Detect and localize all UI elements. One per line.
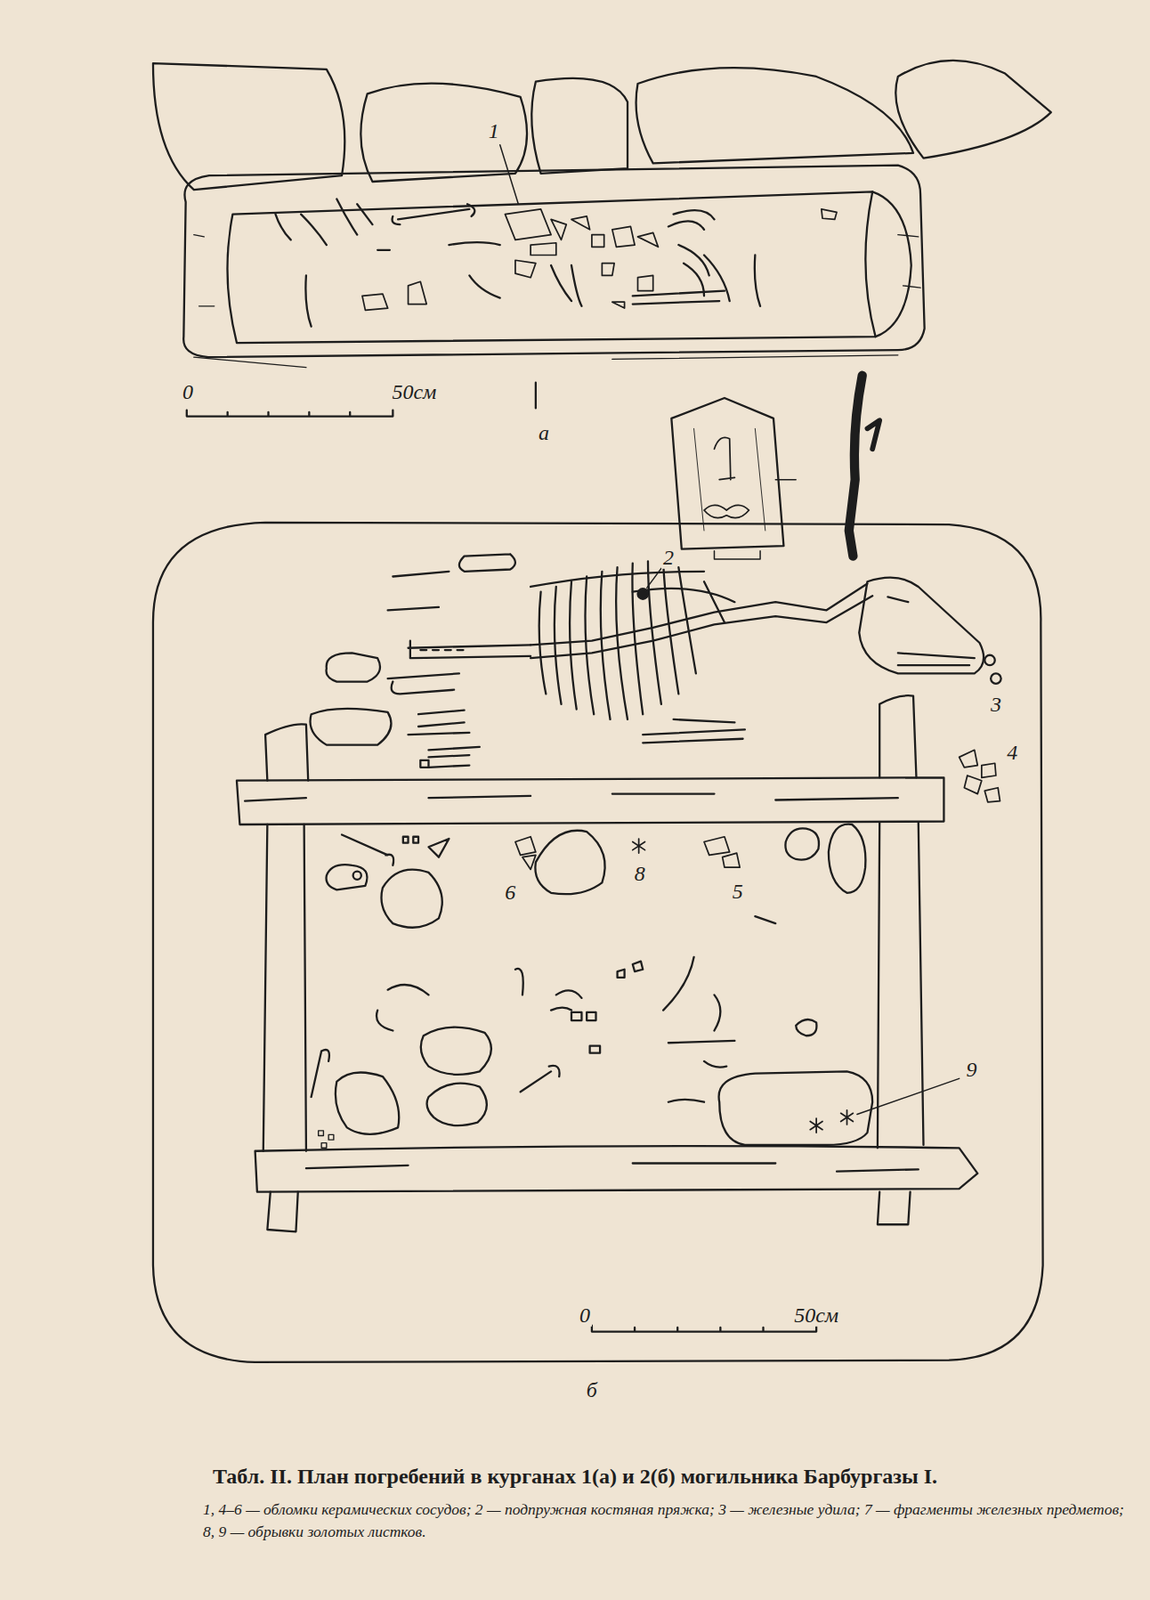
- part-letter: б: [584, 1377, 600, 1402]
- callout-number: 8: [632, 861, 648, 885]
- callout-number: 3: [988, 692, 1004, 716]
- callout-number: 6: [502, 880, 518, 904]
- scale-length: 50см: [389, 380, 438, 404]
- callout-number: 2: [661, 545, 676, 569]
- callout-number: 1: [486, 119, 502, 143]
- part-letter: а: [536, 421, 551, 445]
- figure-caption: 1, 4–6 — обломки керамических сосудов; 2…: [202, 1498, 1138, 1544]
- scale-zero: 0: [577, 1302, 592, 1326]
- callout-number: 4: [1004, 740, 1020, 764]
- table-title: Табл. II. План погребений в курганах 1(а…: [212, 1464, 938, 1488]
- callout-number: 9: [963, 1057, 979, 1081]
- scale-length: 50см: [792, 1302, 841, 1326]
- scale-zero: 0: [180, 380, 195, 404]
- callout-number: 5: [730, 879, 746, 903]
